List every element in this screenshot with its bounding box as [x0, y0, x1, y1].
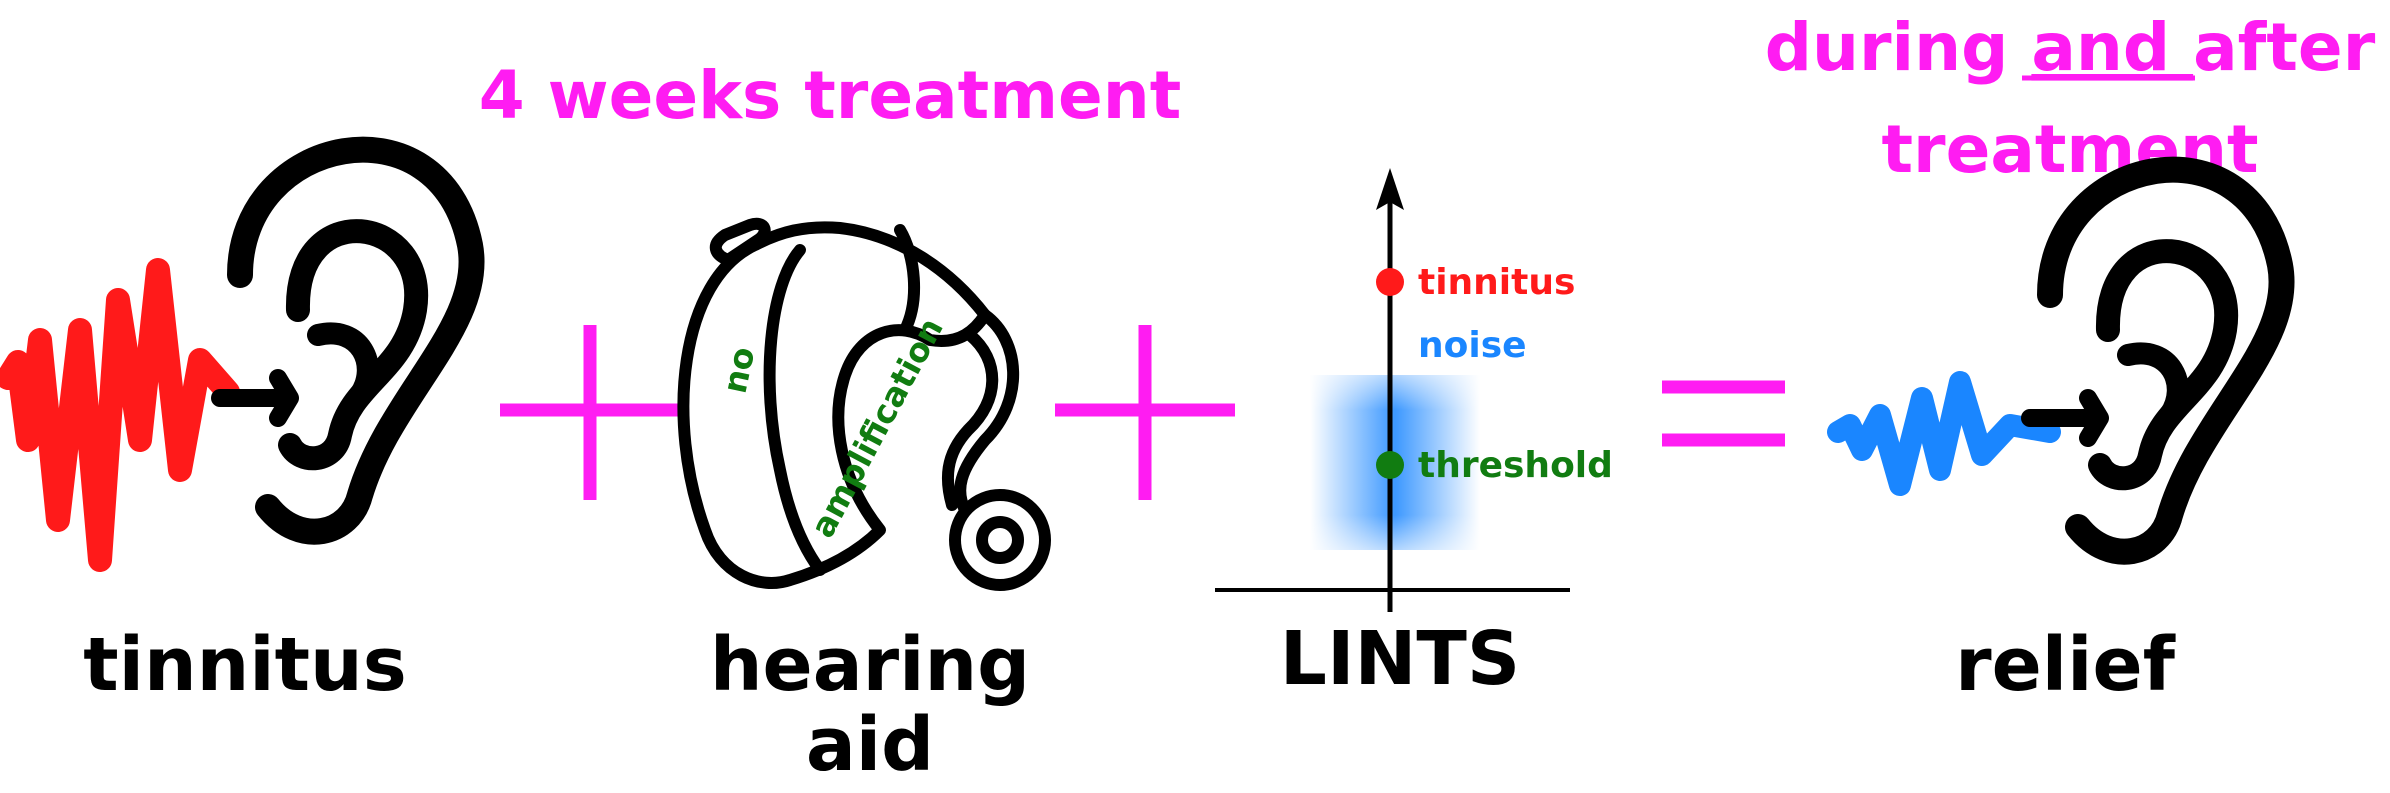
- no-amplification-text-no: no: [715, 343, 763, 396]
- tinnitus-group: tinnitus: [0, 150, 472, 708]
- treatment-duration-header: 4 weeks treatment: [479, 57, 1182, 134]
- hearing-aid-icon: [677, 217, 1051, 591]
- graph-threshold-label: threshold: [1418, 445, 1613, 486]
- axis-graph-icon: [1215, 168, 1570, 612]
- sound-entry-arrow-icon: [2021, 389, 2109, 447]
- after-text: after: [2193, 9, 2376, 86]
- plus-icon: [1055, 325, 1235, 500]
- lints-graph-group: tinnitus noise threshold LINTS: [1215, 168, 1613, 702]
- ear-icon: [240, 150, 472, 532]
- sound-entry-arrow-icon: [211, 369, 299, 427]
- equals-icon: [1662, 380, 1785, 447]
- tinnitus-level-dot: [1376, 268, 1404, 296]
- no-amplification-text-amplification: amplification: [803, 311, 951, 543]
- hearing-aid-group: no amplification hearing aid: [677, 217, 1051, 788]
- and-text: and: [2031, 9, 2193, 86]
- graph-noise-label: noise: [1418, 325, 1527, 366]
- threshold-level-dot: [1376, 451, 1404, 479]
- ear-icon: [2050, 170, 2282, 552]
- lints-label: LINTS: [1280, 616, 1520, 702]
- during-after-header-line1: during and after: [1765, 9, 2376, 86]
- graph-tinnitus-label: tinnitus: [1418, 262, 1575, 303]
- relief-label: relief: [1955, 622, 2176, 708]
- hearing-aid-label-line2: aid: [806, 702, 934, 788]
- red-soundwave-icon: [0, 258, 240, 572]
- blue-soundwave-icon: [1827, 371, 2061, 496]
- plus-icon: [500, 325, 680, 500]
- during-text: during: [1765, 9, 2032, 86]
- relief-group: relief: [1827, 170, 2282, 708]
- tinnitus-label: tinnitus: [83, 622, 407, 708]
- hearing-aid-label-line1: hearing: [710, 622, 1030, 708]
